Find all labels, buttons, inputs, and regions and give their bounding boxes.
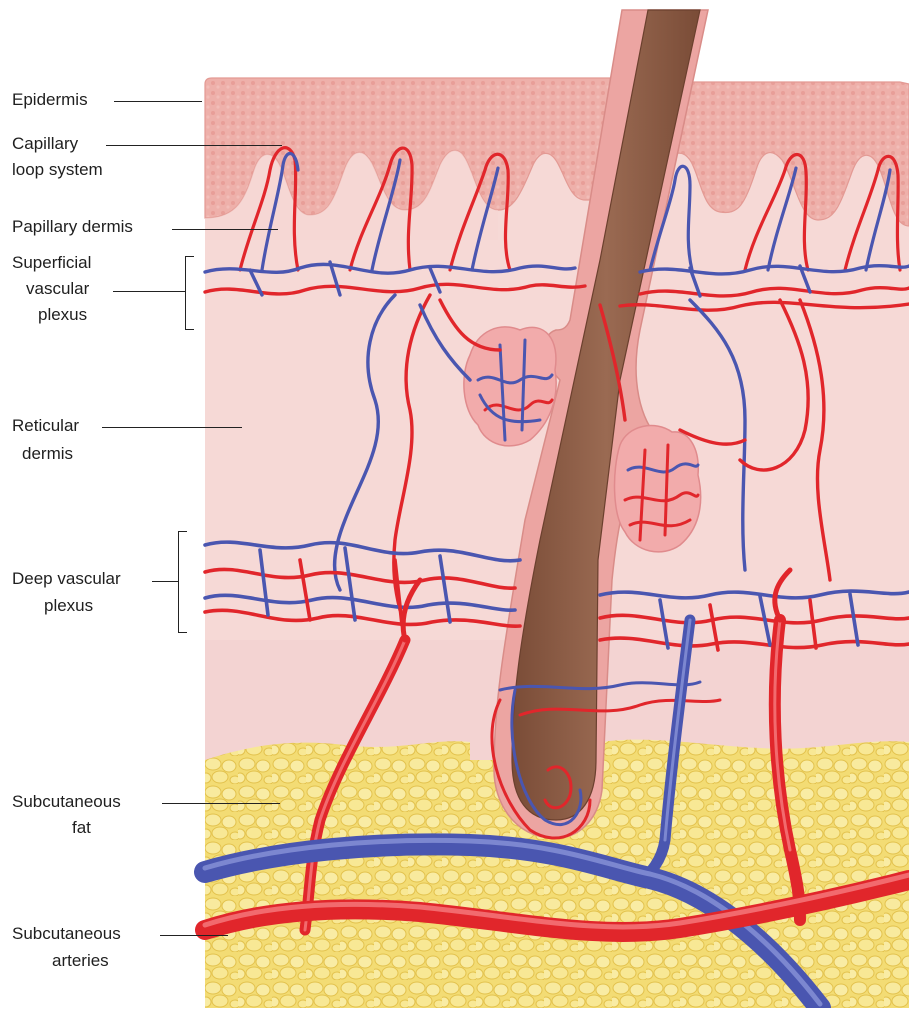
brace-superficial xyxy=(185,256,194,330)
leader-capillary xyxy=(106,145,282,146)
label-superficial-line1: Superficial xyxy=(12,250,114,276)
label-reticular-line2: dermis xyxy=(22,441,73,467)
label-capillary-loop-line1: Capillary xyxy=(12,131,78,157)
label-deep-plexus-line2: plexus xyxy=(44,593,93,619)
leader-subcutaneous-fat xyxy=(162,803,280,804)
leader-subcutaneous-arteries xyxy=(160,935,228,936)
label-deep-plexus-line1: Deep vascular xyxy=(12,566,121,592)
leader-deep-plexus xyxy=(152,581,178,582)
sebaceous-gland-lower xyxy=(615,426,701,552)
label-superficial-line3: plexus xyxy=(38,302,87,328)
brace-deep-plexus xyxy=(178,531,187,633)
leader-superficial xyxy=(113,291,185,292)
label-papillary-dermis: Papillary dermis xyxy=(12,214,133,240)
label-subcutaneous-arteries-line1: Subcutaneous xyxy=(12,921,121,947)
leader-reticular xyxy=(102,427,242,428)
leader-epidermis xyxy=(114,101,202,102)
label-subcutaneous-arteries-line2: arteries xyxy=(52,948,109,974)
leader-papillary xyxy=(172,229,278,230)
label-subcutaneous-fat-line2: fat xyxy=(72,815,91,841)
label-superficial-line2: vascular xyxy=(26,276,89,302)
label-capillary-loop-line2: loop system xyxy=(12,157,103,183)
label-subcutaneous-fat-line1: Subcutaneous xyxy=(12,789,121,815)
label-reticular-line1: Reticular xyxy=(12,413,79,439)
label-epidermis: Epidermis xyxy=(12,87,88,113)
